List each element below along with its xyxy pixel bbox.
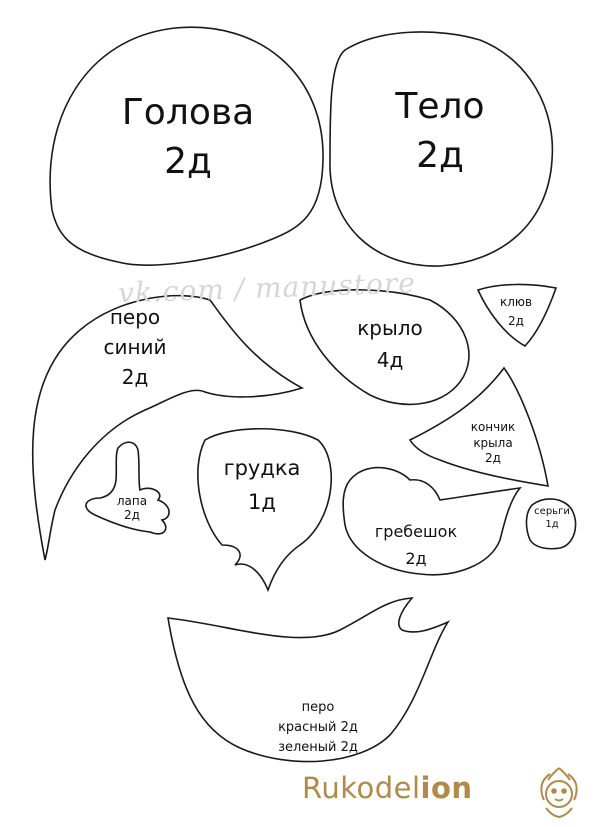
brand-name: Rukodelion: [302, 771, 473, 805]
wing-tip-line1: кончик: [470, 420, 516, 434]
paw-count: 2д: [124, 508, 140, 523]
head-shape: [49, 26, 324, 266]
wing-name: крыло: [357, 316, 423, 340]
body-label: Тело 2д: [375, 86, 505, 177]
head-count: 2д: [164, 141, 212, 183]
tail-blue-line2: синий: [103, 335, 167, 359]
tail-red-green-line1: перо: [301, 700, 335, 715]
comb-shape: [342, 466, 522, 576]
wing-tip-label: кончик крыла 2д: [458, 420, 528, 467]
beak-count: 2д: [508, 314, 524, 329]
brand-prefix: Rukodel: [302, 771, 421, 805]
tail-red-green-label: перо красный 2д зеленый 2д: [258, 698, 378, 758]
breast-count: 1д: [248, 489, 276, 514]
beak-name: клюв: [499, 295, 533, 309]
wing-tip-line2: крыла: [473, 435, 513, 450]
tail-blue-count: 2д: [121, 365, 149, 389]
wing-tip-shape: [408, 366, 549, 487]
lion-logo-icon: [540, 767, 578, 819]
breast-shape: [197, 428, 333, 593]
tail-blue-line1: перо: [109, 305, 161, 329]
breast-label: грудка 1д: [212, 452, 312, 519]
beak-label: клюв 2д: [486, 293, 546, 331]
tail-blue-shape: [31, 294, 305, 561]
beak-shape: [476, 283, 558, 348]
paw-name: лапа: [116, 494, 148, 508]
body-shape: [329, 31, 554, 267]
wing-label: крыло 4д: [340, 312, 440, 376]
tail-red-green-line3: зеленый 2д: [278, 740, 358, 756]
paw-shape: [85, 441, 170, 535]
wing-count: 4д: [376, 348, 404, 372]
comb-label: гребешок 2д: [366, 518, 466, 572]
tail-red-green-line2: красный 2д: [278, 720, 358, 736]
tail-red-green-shape: [167, 597, 451, 763]
wattle-name: серьги: [534, 506, 570, 517]
comb-name: гребешок: [374, 522, 458, 541]
wattle-count: 1д: [545, 519, 559, 530]
comb-count: 2д: [405, 549, 427, 569]
wattle-shape: [525, 498, 577, 550]
body-name: Тело: [395, 86, 485, 127]
head-name: Голова: [121, 92, 255, 133]
body-count: 2д: [416, 135, 464, 177]
tail-blue-label: перо синий 2д: [90, 302, 180, 392]
wing-tip-count: 2д: [485, 451, 501, 466]
head-label: Голова 2д: [108, 92, 268, 183]
paw-label: лапа 2д: [102, 494, 162, 523]
wattle-label: серьги 1д: [527, 505, 577, 531]
brand-suffix: ion: [420, 771, 473, 805]
breast-name: грудка: [223, 456, 301, 480]
wing-shape: [299, 289, 470, 406]
